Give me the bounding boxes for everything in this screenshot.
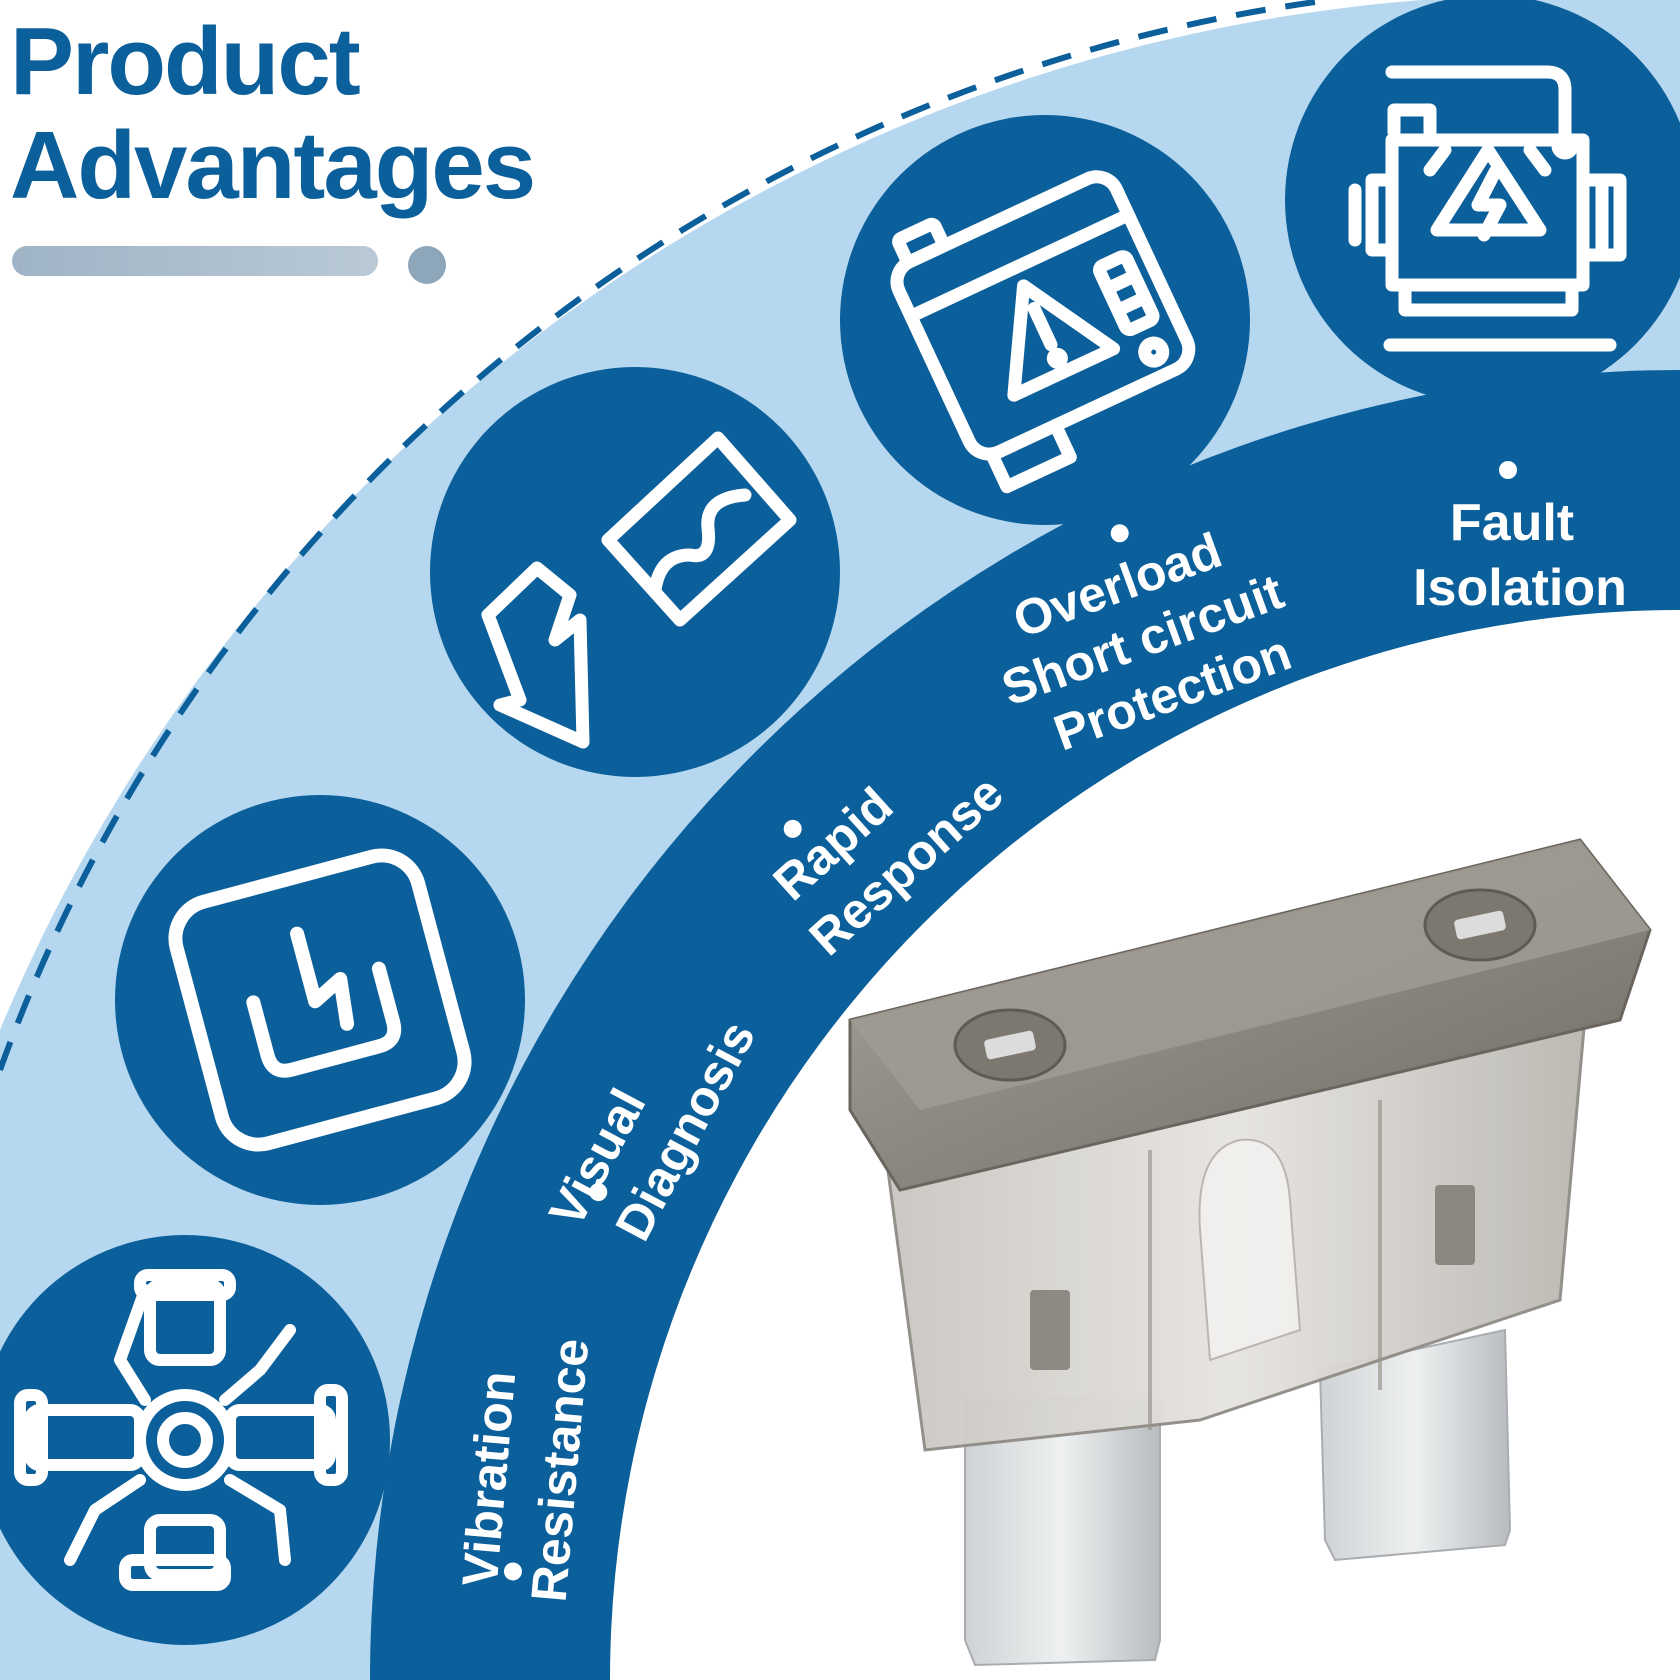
- warning-device-icon: [890, 170, 1196, 494]
- title-line-2: Advantages: [10, 112, 536, 219]
- dashed-arc: [0, 0, 1331, 1072]
- rapid-response-circle: [430, 367, 840, 777]
- fault-label-line1: Fault: [1450, 494, 1574, 552]
- indicator-window-icon: [168, 848, 472, 1152]
- bullet-dot: [1110, 524, 1129, 543]
- blade-fuse-image: [848, 838, 1652, 1667]
- bullet-dot: [783, 819, 802, 838]
- title-line-1: Product: [10, 8, 361, 115]
- motor-warning-icon: [1348, 65, 1627, 352]
- bullet-dot: [503, 1562, 522, 1581]
- title-underline-bar: [12, 246, 378, 276]
- fault-isolation-circle: [1285, 0, 1680, 405]
- lightning-waveform-icon: [481, 431, 797, 749]
- vibration-resistance-circle: [0, 1235, 390, 1645]
- title-underline-dot: [408, 246, 446, 284]
- page-title: Product Advantages: [10, 8, 536, 219]
- visual-diagnosis-circle: [115, 795, 525, 1205]
- label-overload-protection: Overload Short circuit Protection: [995, 522, 1299, 762]
- fault-label-line2: Isolation: [1413, 559, 1627, 617]
- fuse-right-blade: [1318, 1328, 1512, 1562]
- bullet-dot: [1499, 461, 1517, 479]
- bullet-dot: [589, 1183, 608, 1202]
- label-fault-isolation: Fault Isolation: [1413, 461, 1627, 617]
- overload-protection-circle: [840, 115, 1250, 525]
- engine-mount-icon: [14, 1269, 348, 1591]
